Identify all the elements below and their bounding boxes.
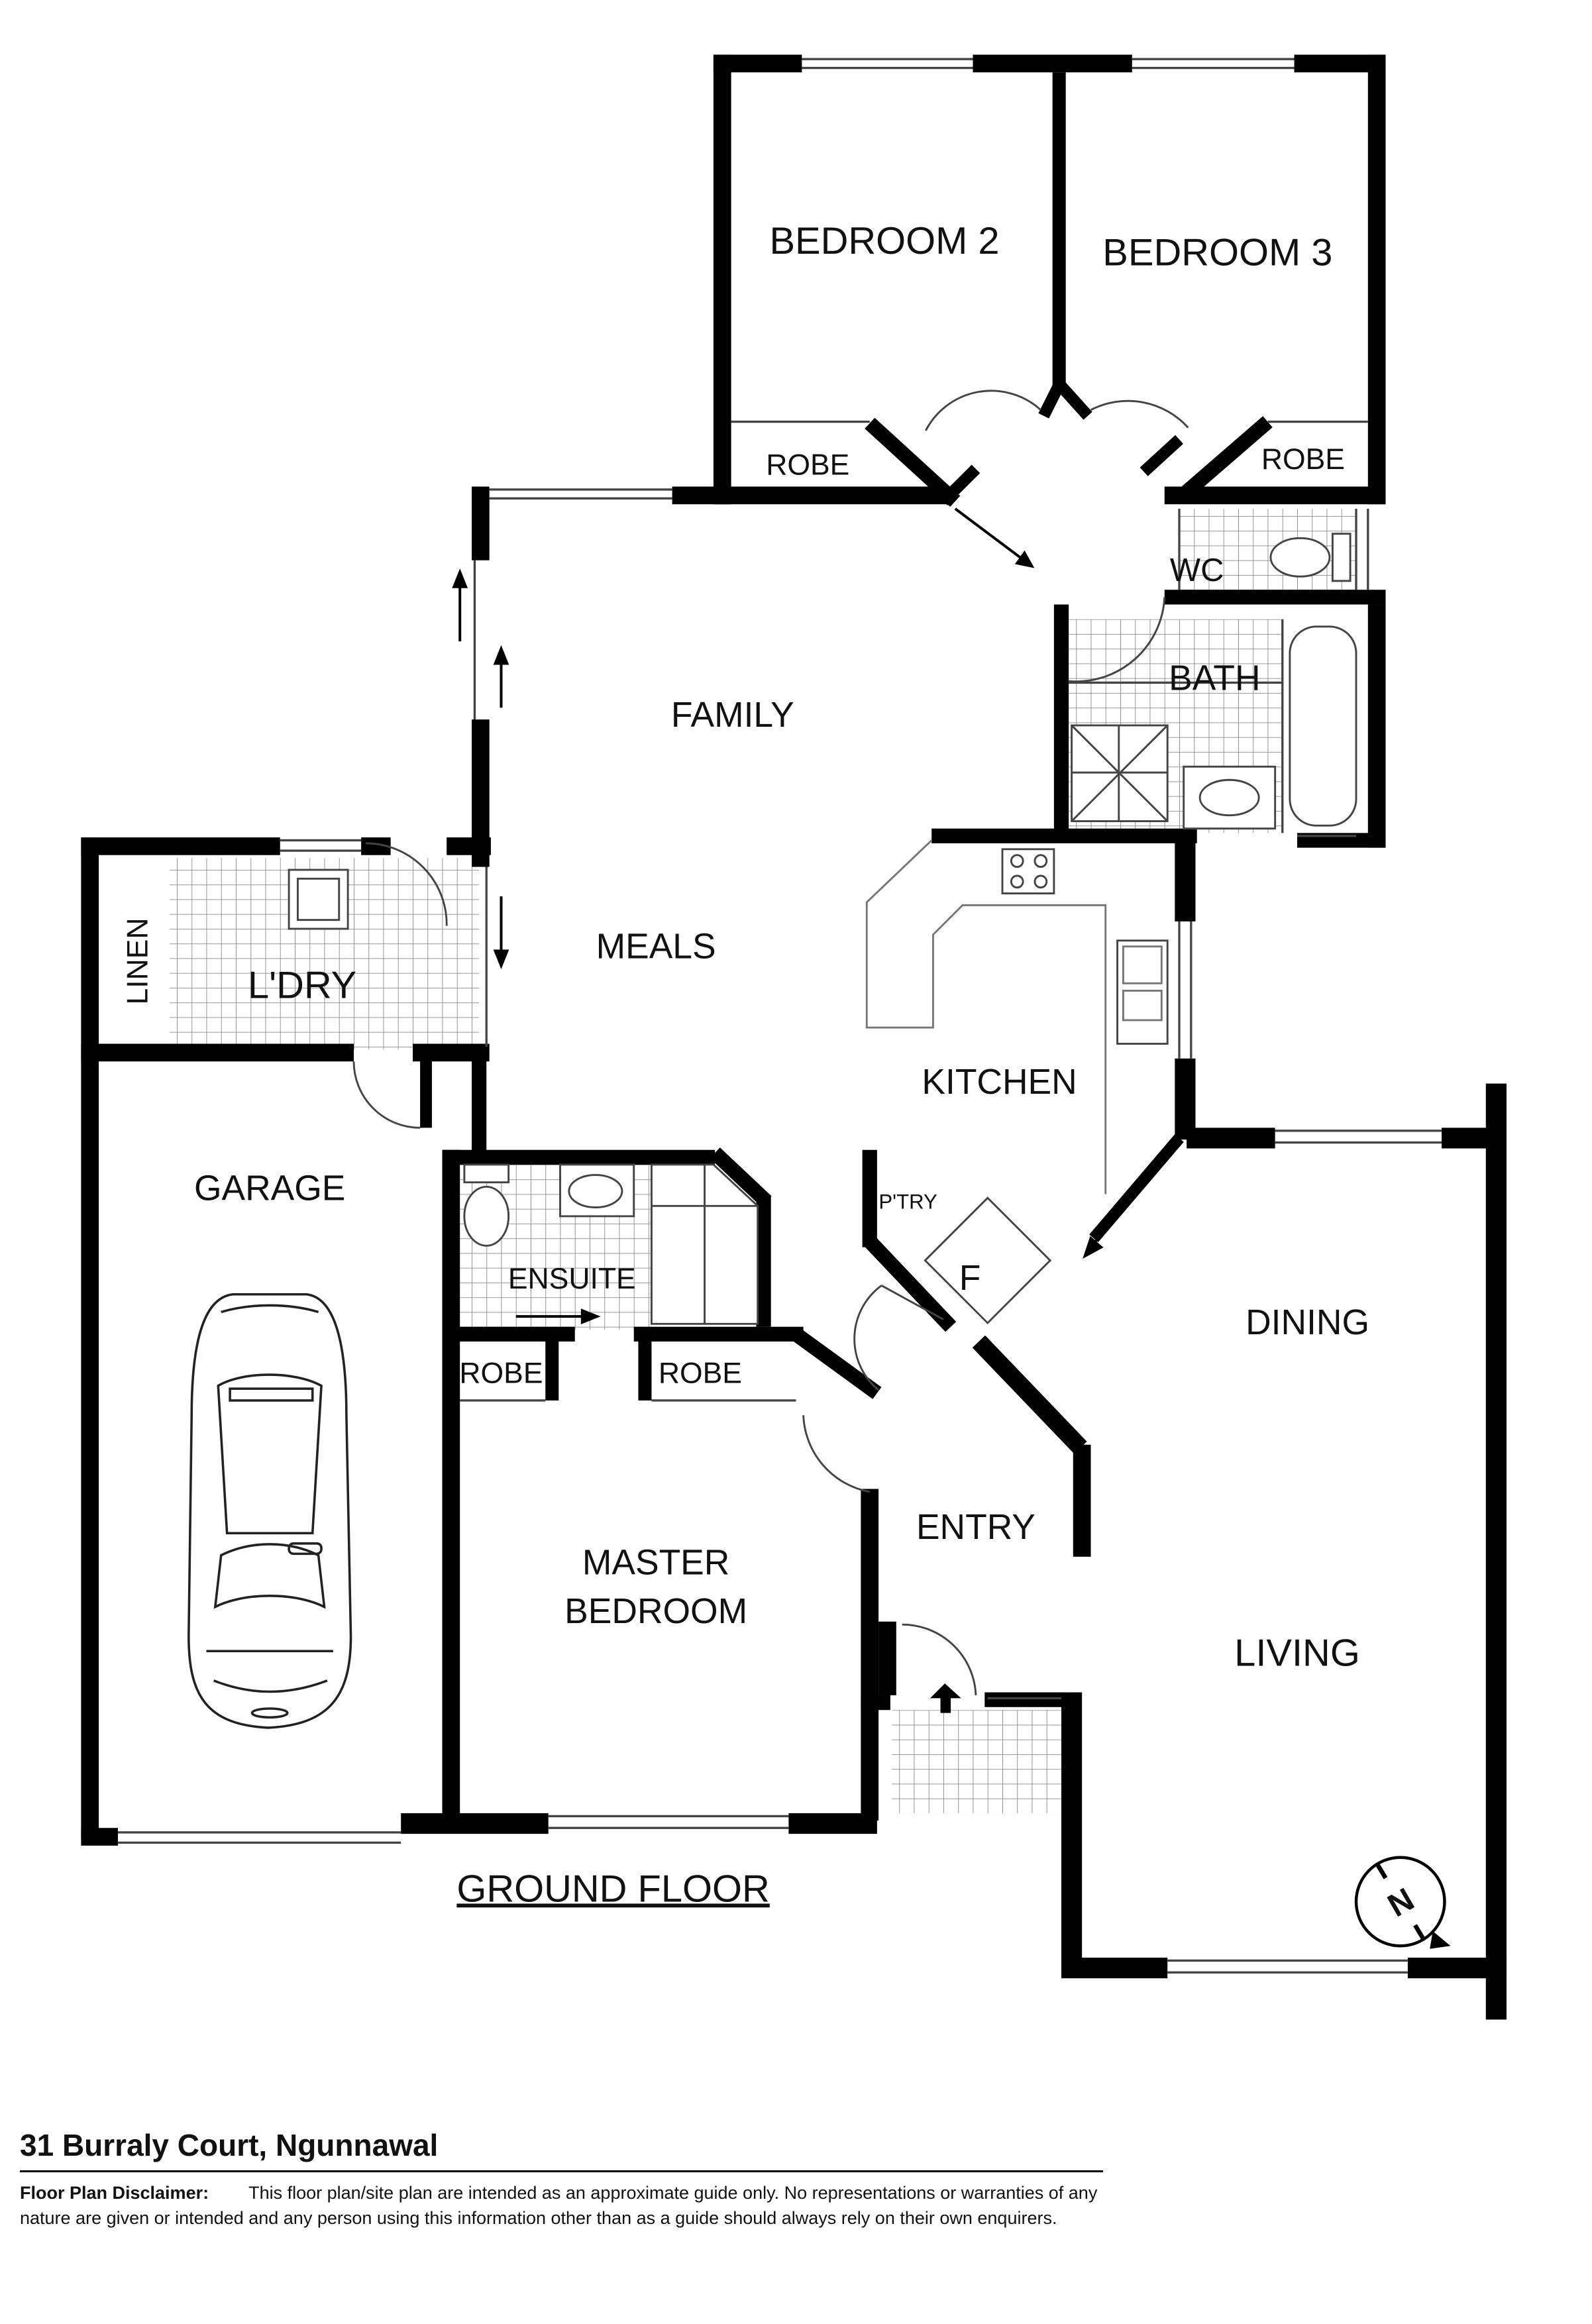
entry-arrow-icon (929, 1683, 961, 1713)
room-label-meals: MEALS (596, 927, 716, 966)
walls (81, 54, 1507, 2020)
room-label-dining: DINING (1246, 1303, 1369, 1342)
room-label-bedroom-2: BEDROOM 2 (769, 220, 999, 262)
room-label-master-line-2: BEDROOM (564, 1592, 747, 1631)
footer: 31 Burraly Court, Ngunnawal Floor Plan D… (20, 2127, 1564, 2231)
plan-title: GROUND FLOOR (456, 1868, 769, 1910)
room-label-bedroom-3: BEDROOM 3 (1102, 232, 1332, 274)
room-label-family: FAMILY (671, 696, 794, 735)
room-label-ensuite: ENSUITE (508, 1263, 636, 1295)
bathroom-fixtures (288, 533, 1357, 1325)
room-label-living: LIVING (1234, 1632, 1360, 1674)
diagonal-walls (710, 382, 1273, 1454)
room-label-bath: BATH (1169, 659, 1260, 698)
sliding-door-arrows (452, 507, 1159, 1325)
windows (118, 58, 1442, 1974)
room-label-robe-bedroom-2: ROBE (766, 449, 849, 482)
compass-icon (1354, 1856, 1451, 1949)
room-label-garage: GARAGE (194, 1169, 345, 1208)
car-icon (187, 1293, 352, 1729)
room-label-master-line-1: MASTER (582, 1544, 729, 1583)
compass-north-label: N (1382, 1881, 1420, 1924)
room-label-robe-bedroom-3: ROBE (1261, 443, 1345, 476)
room-label-laundry: L'DRY (248, 965, 356, 1007)
disclaimer-title: Floor Plan Disclaimer: (20, 2183, 209, 2203)
room-label-pantry: P'TRY (878, 1190, 937, 1214)
footer-divider (20, 2170, 1103, 2172)
room-label-linen: LINEN (122, 918, 154, 1004)
door-swings (352, 390, 1189, 1696)
room-label-wc: WC (1170, 553, 1224, 588)
room-label-entry: ENTRY (916, 1508, 1035, 1547)
room-labels: BEDROOM 2 BEDROOM 3 ROBE ROBE WC BATH FA… (122, 220, 1370, 1911)
kitchen-bench (865, 839, 1169, 1325)
room-label-robe-master-left: ROBE (459, 1357, 543, 1389)
floor-plan: N BEDROOM 2 BEDROOM 3 ROBE ROBE WC BATH … (81, 54, 1507, 2020)
room-label-fridge: F (959, 1259, 981, 1298)
disclaimer: Floor Plan Disclaimer:This floor plan/si… (20, 2180, 1106, 2231)
disclaimer-text: This floor plan/site plan are intended a… (20, 2183, 1098, 2228)
room-label-robe-master-right: ROBE (659, 1357, 742, 1389)
room-label-kitchen: KITCHEN (922, 1063, 1077, 1102)
property-address: 31 Burraly Court, Ngunnawal (20, 2128, 439, 2162)
